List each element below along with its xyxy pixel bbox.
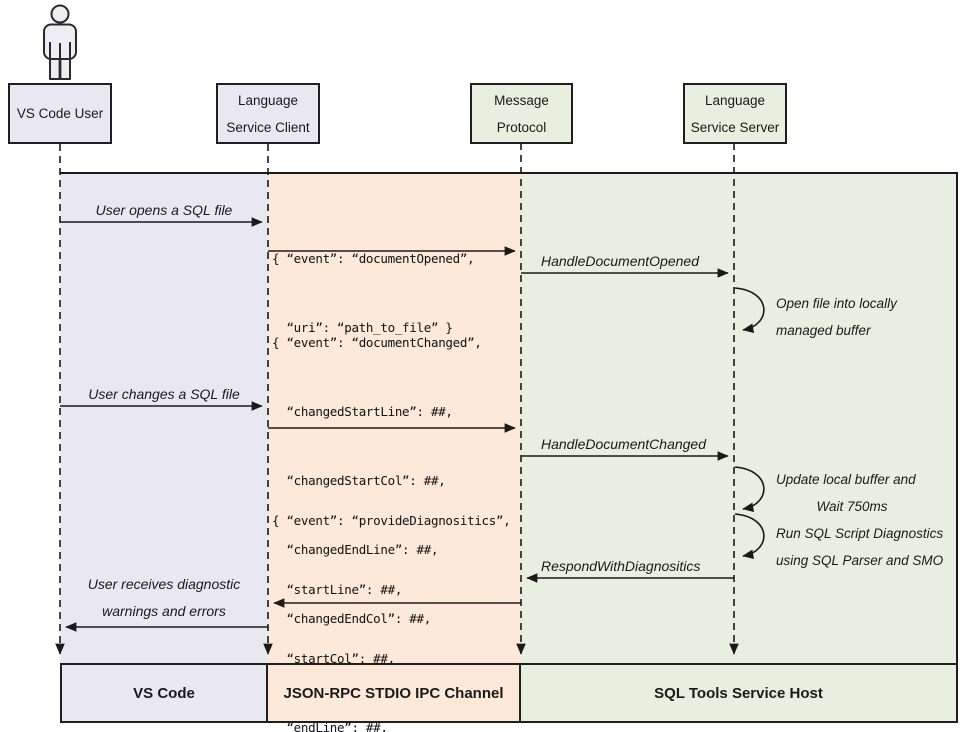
actor-label: Protocol	[496, 119, 547, 135]
note-open-file-into-buffer: Open file into locally managed buffer	[776, 290, 897, 344]
actor-label: Service Client	[226, 119, 310, 135]
payload-line: “changedEndLine”: ##,	[272, 542, 439, 557]
note-line: managed buffer	[776, 323, 871, 338]
payload-line: “startCol”: ##,	[272, 651, 395, 666]
note-line: Update local buffer and	[776, 472, 916, 487]
footer-sql-tools-service-host: SQL Tools Service Host	[519, 663, 958, 723]
label-user-changes-sql-file: User changes a SQL file	[88, 386, 240, 402]
actor-label: Service Server	[690, 119, 780, 135]
lifeline-end-arrows	[55, 643, 739, 655]
lane-vscode	[60, 174, 268, 663]
footer-vscode: VS Code	[60, 663, 268, 723]
note-line: Wait 750ms	[816, 499, 888, 514]
label-handle-document-changed: HandleDocumentChanged	[541, 436, 706, 452]
lane-service-host	[521, 174, 956, 663]
payload-line: { “event”: “provideDiagnositics”,	[272, 513, 511, 528]
payload-line: { “event”: “documentChanged”,	[272, 335, 482, 350]
note-line: Open file into locally	[776, 296, 897, 311]
actor-message-protocol: Message Protocol	[470, 83, 573, 144]
label-user-opens-sql-file: User opens a SQL file	[95, 202, 233, 218]
actor-label: Message	[494, 92, 549, 108]
payload-document-opened: { “event”: “documentOpened”, “uri”: “pat…	[272, 201, 475, 385]
payload-line: “startLine”: ##,	[272, 582, 403, 597]
lanes	[60, 172, 958, 663]
payload-line: “changedEndCol”: ##,	[272, 611, 431, 626]
footer-label: VS Code	[133, 684, 195, 702]
payload-line: { “event”: “documentOpened”,	[272, 251, 475, 266]
note-update-buffer-wait: Update local buffer and Wait 750ms	[776, 466, 928, 520]
actor-label: Language	[704, 92, 766, 108]
label-user-receives-diagnostics: User receives diagnostic warnings and er…	[60, 571, 268, 625]
message-arrows	[60, 217, 734, 632]
payload-line: “changedStartCol”: ##,	[272, 473, 446, 488]
footer-json-rpc-channel: JSON-RPC STDIO IPC Channel	[266, 663, 521, 723]
payload-line: “changedStartLine”: ##,	[272, 404, 453, 419]
payload-line: “endLine”: ##,	[272, 720, 388, 732]
self-loop-arrows	[734, 287, 765, 559]
actor-label: VS Code User	[16, 106, 104, 121]
label-respond-with-diagnostics: RespondWithDiagnositics	[541, 558, 701, 574]
actor-vscode-user: VS Code User	[8, 83, 112, 144]
label-handle-document-opened: HandleDocumentOpened	[541, 253, 699, 269]
footer-label: JSON-RPC STDIO IPC Channel	[283, 684, 504, 702]
actor-label: Language	[237, 92, 299, 108]
payload-line: “uri”: “path_to_file” }	[272, 320, 453, 335]
person-icon	[43, 4, 77, 80]
lane-ipc-channel	[268, 174, 521, 663]
note-line: Run SQL Script Diagnostics	[776, 526, 944, 541]
actor-language-service-client: Language Service Client	[216, 83, 320, 144]
note-line: using SQL Parser and SMO	[776, 553, 944, 568]
note-run-sql-diagnostics: Run SQL Script Diagnostics using SQL Par…	[776, 520, 943, 574]
label-line: User receives diagnostic	[87, 576, 241, 592]
actor-language-service-server: Language Service Server	[683, 83, 787, 144]
payload-provide-diagnostics: { “event”: “provideDiagnositics”, “start…	[272, 463, 511, 732]
label-line: warnings and errors	[102, 603, 226, 619]
footer-label: SQL Tools Service Host	[654, 684, 823, 702]
